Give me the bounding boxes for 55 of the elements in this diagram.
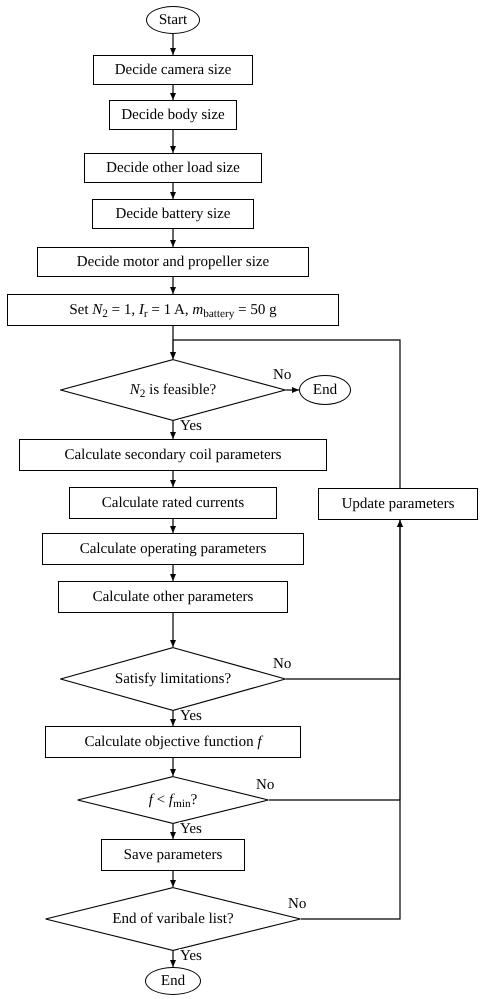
process-box — [7, 294, 339, 326]
arrow — [170, 339, 401, 488]
node-text: N$_{2}$ is feasible? — [130, 380, 216, 402]
node-text: Decide body size — [121, 106, 225, 125]
process-box — [45, 726, 301, 758]
node-text: Calculate other parameters — [92, 588, 254, 607]
node-text: Decide camera size — [114, 60, 232, 80]
process-box — [58, 581, 288, 613]
arrow — [170, 711, 176, 726]
node-text: Update parameters — [342, 494, 454, 514]
process-box — [101, 839, 245, 871]
node-text: Decide battery size — [116, 204, 230, 224]
arrow — [170, 519, 176, 533]
arrow — [170, 613, 176, 647]
process-box — [69, 487, 277, 519]
node-text: Save parameters — [124, 846, 222, 865]
arrow — [170, 421, 176, 439]
node-text: Calculate operating parameters — [80, 540, 266, 559]
arrow — [170, 277, 176, 294]
node-text: Calculate rated currents — [102, 494, 244, 513]
node-text: Calculate secondary coil parameters — [64, 446, 282, 465]
process-box — [92, 199, 254, 229]
process-box — [318, 488, 478, 520]
terminal-ellipse — [299, 375, 351, 405]
arrow — [286, 387, 299, 393]
arrow — [170, 871, 176, 887]
node-text: Decide motor and propeller size — [76, 252, 270, 272]
node-text: f < f$_{min}$? — [148, 790, 198, 812]
node-text: Satisfy limitations? — [114, 670, 232, 689]
process-box — [37, 247, 309, 277]
arrow — [170, 565, 176, 581]
node-text: End — [312, 380, 338, 400]
process-box — [109, 100, 237, 130]
arrow — [170, 85, 176, 100]
process-box — [84, 153, 262, 183]
arrow — [170, 951, 176, 967]
arrow — [170, 758, 176, 776]
node-text: End of varibale list? — [112, 910, 234, 929]
arrow — [170, 183, 176, 199]
arrow — [170, 229, 176, 247]
arrow — [170, 34, 176, 55]
node-text: Start — [158, 10, 188, 30]
process-box — [42, 533, 304, 565]
node-text: Decide other load size — [106, 158, 240, 178]
arrow — [301, 520, 403, 920]
node-text: Calculate objective function f — [84, 732, 262, 752]
process-box — [93, 55, 253, 85]
terminal-ellipse — [145, 967, 201, 995]
terminal-ellipse — [146, 6, 200, 34]
arrow — [170, 824, 176, 839]
process-box — [19, 439, 327, 471]
node-text: Set N$_{2}$ = 1, I$_{r}$ = 1 A, m$_{battery}$ = 50 g — [69, 300, 277, 322]
arrow — [170, 471, 176, 487]
node-text: End — [160, 972, 186, 991]
arrow — [170, 130, 176, 153]
